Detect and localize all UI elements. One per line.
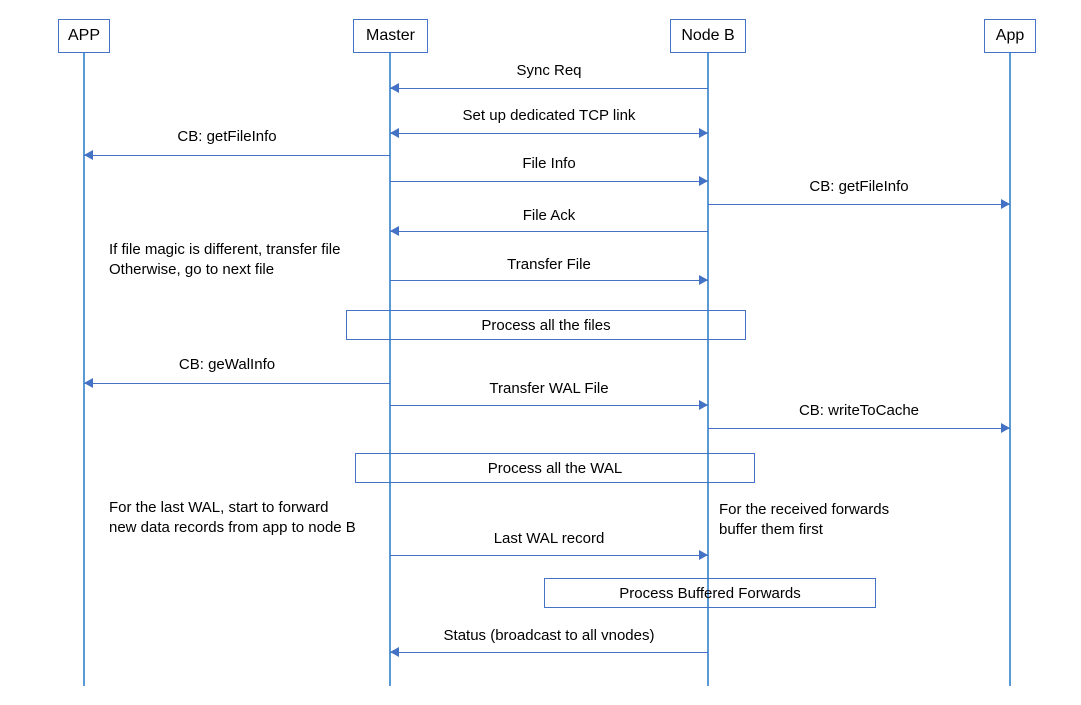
participant-label: Node B [681, 27, 735, 44]
message-label-transfer-file: Transfer File [507, 256, 591, 273]
process-box-all-files[interactable]: Process all the files [346, 310, 746, 340]
message-line-cb-getfileinfo-left [84, 155, 390, 157]
message-label-transfer-wal-file: Transfer WAL File [489, 380, 609, 397]
process-box-label: Process all the files [481, 316, 611, 334]
message-line-file-ack [390, 231, 708, 233]
participant-box-app-left[interactable]: APP [58, 19, 110, 53]
arrowhead-left-icon [390, 128, 399, 138]
message-label-file-ack: File Ack [522, 207, 576, 224]
message-label-setup-tcp-link: Set up dedicated TCP link [462, 107, 636, 124]
message-line-status-broadcast [390, 652, 708, 654]
message-line-setup-tcp-link [390, 133, 708, 135]
participant-box-app-right[interactable]: App [984, 19, 1036, 53]
participant-box-node-b[interactable]: Node B [670, 19, 746, 53]
message-label-cb-getfileinfo-left: CB: getFileInfo [177, 128, 277, 145]
message-line-transfer-wal-file [390, 405, 708, 407]
lifeline-master [389, 53, 391, 686]
arrowhead-right-icon [699, 550, 708, 560]
process-box-all-wal[interactable]: Process all the WAL [355, 453, 755, 483]
message-line-last-wal-record [390, 555, 708, 557]
arrowhead-right-icon [699, 176, 708, 186]
note-last-wal-forward: For the last WAL, start to forward new d… [109, 499, 356, 536]
process-box-buffered-forwards[interactable]: Process Buffered Forwards [544, 578, 876, 608]
arrowhead-right-icon [699, 275, 708, 285]
arrowhead-left-icon [390, 647, 399, 657]
participant-label: APP [67, 27, 100, 44]
arrowhead-left-icon [84, 378, 93, 388]
message-label-last-wal-record: Last WAL record [493, 530, 605, 547]
message-line-cb-gewalinfo [84, 383, 390, 385]
arrowhead-right-icon [699, 400, 708, 410]
arrowhead-left-icon [390, 226, 399, 236]
message-label-cb-writetocache: CB: writeToCache [798, 402, 920, 419]
participant-box-master[interactable]: Master [353, 19, 428, 53]
message-line-transfer-file [390, 280, 708, 282]
lifeline-app-right [1009, 53, 1011, 686]
arrowhead-right-icon [699, 128, 708, 138]
process-box-label: Process Buffered Forwards [619, 584, 801, 602]
message-label-cb-getfileinfo-right: CB: getFileInfo [809, 178, 909, 195]
message-line-sync-req [390, 88, 708, 90]
participant-label: Master [366, 27, 415, 44]
message-label-sync-req: Sync Req [516, 62, 582, 79]
lifeline-app-left [83, 53, 85, 686]
arrowhead-left-icon [390, 83, 399, 93]
note-received-forwards: For the received forwards buffer them fi… [719, 501, 890, 538]
arrowhead-right-icon [1001, 199, 1010, 209]
message-line-cb-writetocache [708, 428, 1010, 430]
process-box-label: Process all the WAL [487, 459, 623, 477]
participant-label: App [995, 27, 1025, 44]
arrowhead-right-icon [1001, 423, 1010, 433]
lifeline-node-b [707, 53, 709, 686]
message-label-status-broadcast: Status (broadcast to all vnodes) [443, 627, 655, 644]
message-line-cb-getfileinfo-right [708, 204, 1010, 206]
arrowhead-left-icon [84, 150, 93, 160]
message-line-file-info [390, 181, 708, 183]
message-label-file-info: File Info [522, 155, 576, 172]
message-label-cb-gewalinfo: CB: geWalInfo [178, 356, 276, 373]
note-file-magic: If file magic is different, transfer fil… [109, 241, 341, 278]
